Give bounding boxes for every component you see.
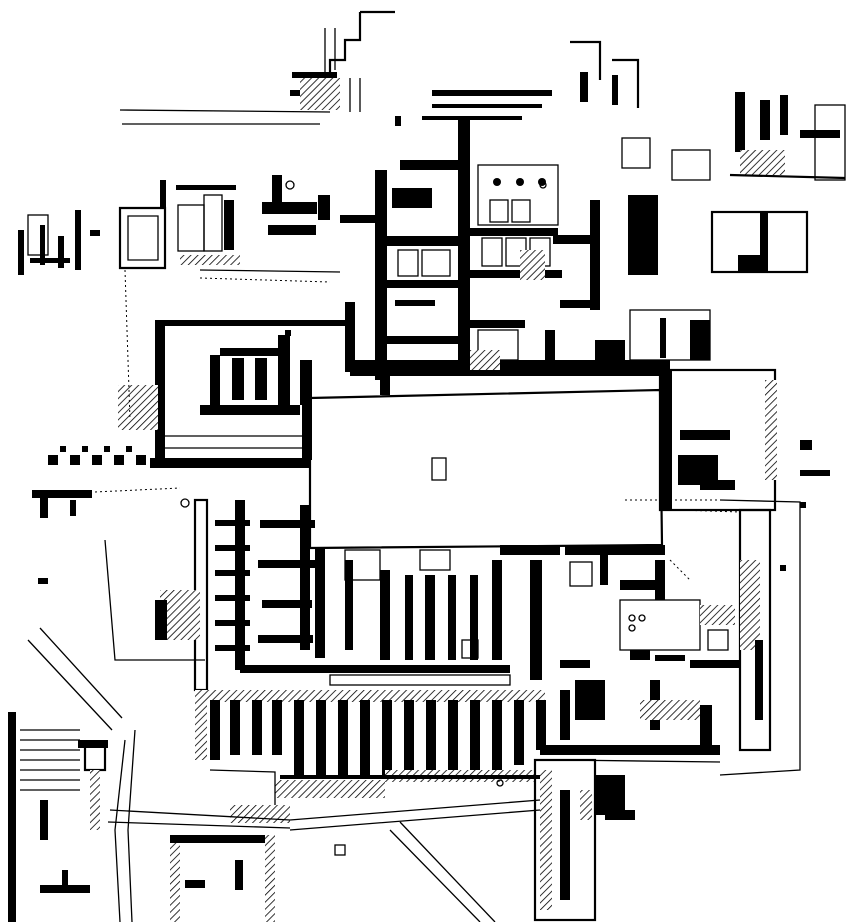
north-wing [262,120,711,395]
south-entrance-building [170,835,346,922]
south-east-stairs [533,758,721,922]
east-wing [540,368,830,776]
north-west-building [118,180,341,283]
south-west-stepped-portico [8,712,108,922]
paved-roads [27,269,720,922]
north-east-block [710,210,809,274]
south-long-magazines [195,690,546,823]
far-west-annex [18,210,100,275]
west-magazines [155,498,560,692]
north-entrance-stairs [119,10,552,126]
scattered-features [180,180,806,787]
central-court [308,388,664,550]
court-altar-base [431,457,447,481]
west-court-columns [32,446,181,584]
north-east-building [570,40,846,181]
west-wing [118,320,345,468]
